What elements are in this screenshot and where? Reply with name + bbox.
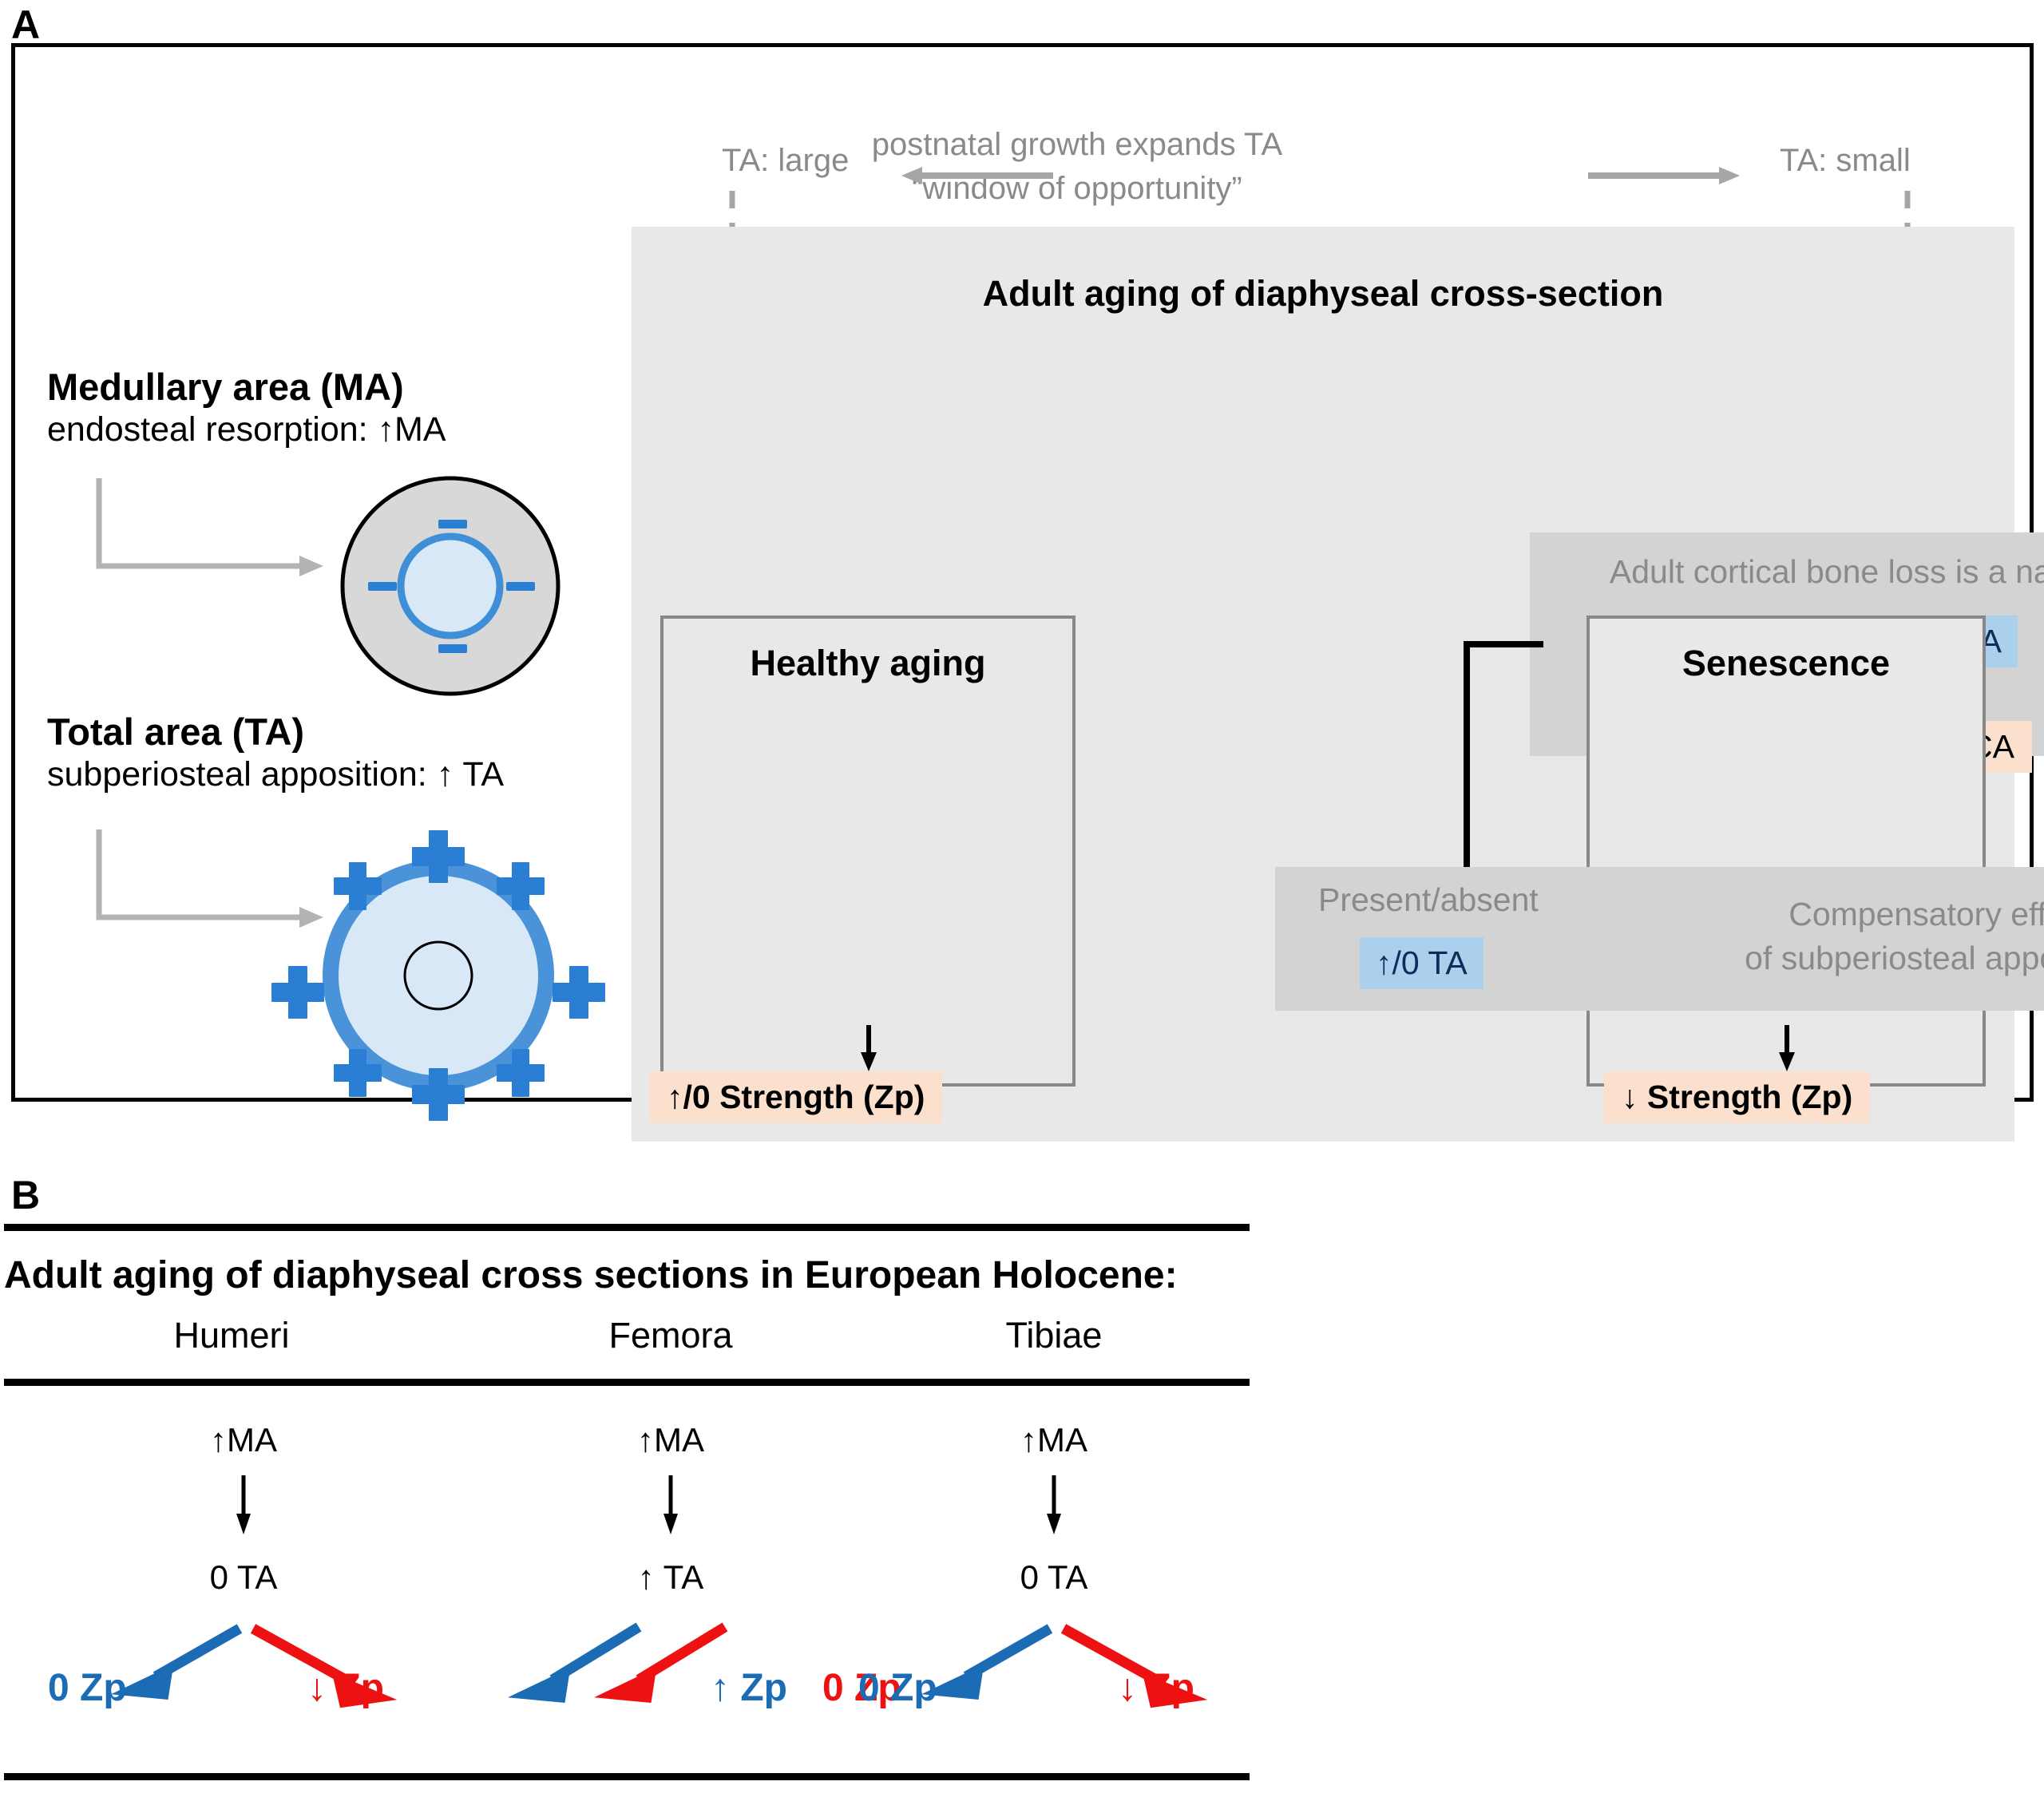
total-area-subtitle: subperiosteal apposition: ↑ TA [47,755,505,794]
humeri-left-zp-label: 0 Zp [48,1667,127,1709]
tibiae-ma-label: ↑MA [1020,1421,1087,1459]
panel-b-title: Adult aging of diaphyseal cross sections… [4,1254,1178,1296]
table-rule-top [4,1224,1250,1231]
ta-large-label: TA: large [722,143,850,178]
adult-aging-title: Adult aging of diaphyseal cross-section [982,273,1664,314]
ma-elbow-connector [95,478,327,586]
column-header-humeri: Humeri [173,1315,290,1356]
arrow-left-icon [901,167,1053,184]
healthy-presence-label: Present/absent [1318,881,1539,918]
window-line-1: postnatal growth expands TA [871,127,1283,162]
senescence-strength-badge: ↓ Strength (Zp) [1604,1071,1871,1123]
healthy-aging-title: Healthy aging [750,643,986,683]
arrow-right-icon [1588,167,1740,184]
medullary-area-heading: Medullary area (MA) [47,366,404,408]
healthy-strength-badge: ↑/0 Strength (Zp) [649,1071,943,1123]
humeri-ma-label: ↑MA [210,1421,277,1459]
total-area-heading: Total area (TA) [47,711,305,753]
femora-arrow-down-icon [662,1475,679,1538]
tibiae-left-zp-label: 0 Zp [858,1667,937,1709]
senescence-title: Senescence [1682,643,1891,683]
column-header-femora: Femora [608,1315,733,1356]
humeri-arrow-down-icon [235,1475,252,1538]
adult-aging-panel: Adult aging of diaphyseal cross-section … [632,227,2044,1142]
tibiae-branch-arrows [921,1624,1208,1708]
ta-small-label: TA: small [1780,143,1911,178]
tibiae-right-zp-label: ↓ Zp [1118,1667,1194,1709]
tibiae-ta-label: 0 TA [1020,1558,1088,1596]
total-area-cross-section-icon [271,830,605,1121]
humeri-ta-label: 0 TA [209,1558,278,1596]
table-rule-middle [4,1379,1250,1386]
healthy-ta-badge: ↑/0 TA [1360,937,1483,989]
column-header-tibiae: Tibiae [1005,1315,1103,1356]
femora-branch-arrows [508,1622,728,1704]
compensatory-line-2: of subperiosteal apposition [1745,940,2044,977]
bone-loss-text: Adult cortical bone loss is a natural ag… [1609,553,2044,590]
arrow-down-healthy-icon [860,1025,877,1075]
arrow-down-senescence-icon [1778,1025,1796,1075]
healthy-aging-box: Healthy aging [660,616,1075,1087]
femora-ta-label: ↑ TA [637,1558,704,1596]
panel-b-letter: B [11,1173,41,1217]
medullary-area-subtitle: endosteal resorption: ↑MA [47,410,446,449]
ta-elbow-connector [95,829,327,937]
compensatory-effect-band: Present/absent Absent Compensatory effec… [1275,867,2044,1011]
compensatory-effect-text: Compensatory effect of subperiosteal app… [1745,893,2044,981]
senescence-box: Senescence [1586,616,1986,1087]
compensatory-line-1: Compensatory effect [1788,896,2044,932]
panel-a-frame: TA: large postnatal growth expands TA “w… [11,43,2044,1142]
tibiae-arrow-down-icon [1045,1475,1063,1538]
humeri-branch-arrows [111,1624,398,1708]
femora-ma-label: ↑MA [637,1421,704,1459]
femora-right-zp-label: 0 Zp [822,1667,901,1709]
panel-a-letter: A [11,2,41,47]
panel-b: Adult aging of diaphyseal cross sections… [0,1158,2044,1813]
medullary-area-cross-section-icon [340,476,561,696]
humeri-right-zp-label: ↓ Zp [307,1667,384,1709]
table-rule-bottom [4,1773,1250,1780]
femora-left-zp-label: ↑ Zp [711,1667,787,1709]
